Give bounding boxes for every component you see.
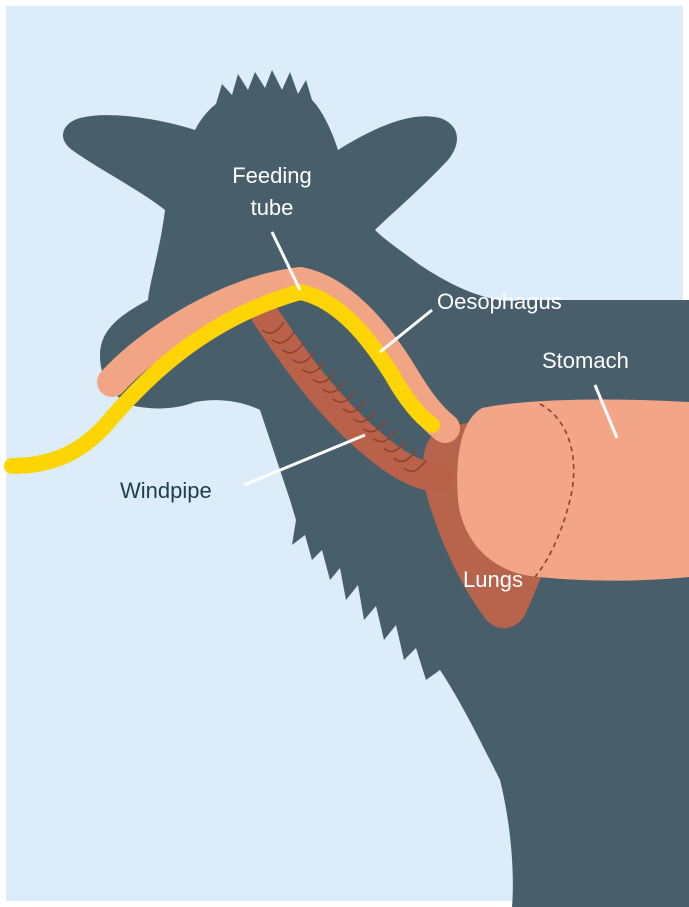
windpipe-label: Windpipe [120,478,212,503]
feeding-tube-label-line2: tube [251,195,294,220]
lungs-label: Lungs [463,567,523,592]
stomach-shape [457,400,689,581]
stomach-label: Stomach [542,348,629,373]
oesophagus-label: Oesophagus [437,289,562,314]
feeding-tube-label-line1: Feeding [232,163,312,188]
